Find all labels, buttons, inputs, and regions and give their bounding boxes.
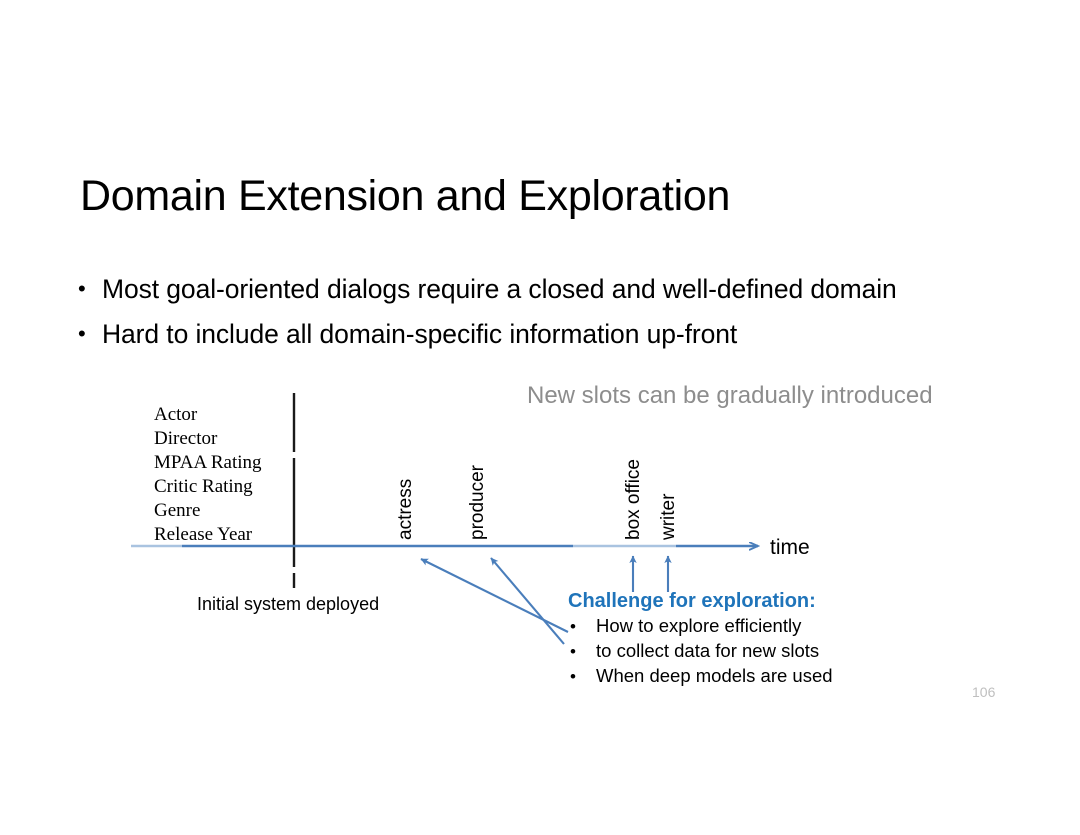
time-axis-label: time (770, 536, 810, 559)
slot-label: Release Year (154, 524, 253, 545)
challenge-item-text: When deep models are used (596, 665, 833, 686)
challenge-bullet-marker-icon: • (570, 642, 576, 661)
slot-label: Genre (154, 500, 200, 521)
bullet-item: • Hard to include all domain-specific in… (78, 318, 1038, 349)
new-slot-label: box office (623, 459, 644, 540)
bullet-text: Hard to include all domain-specific info… (102, 318, 738, 349)
callout-arrows (420, 555, 672, 645)
initial-slot-list: Actor Director MPAA Rating Critic Rating… (154, 404, 262, 545)
callout-arrow-producer (490, 557, 565, 645)
page-title: Domain Extension and Exploration (80, 172, 731, 220)
challenge-item-text: How to explore efficiently (596, 615, 802, 636)
challenge-item-text: to collect data for new slots (596, 640, 819, 661)
bullet-list: • Most goal-oriented dialogs require a c… (78, 276, 1038, 365)
challenge-title: Challenge for exploration: (568, 590, 816, 612)
challenge-bullet-marker-icon: • (570, 617, 576, 636)
bullet-text: Most goal-oriented dialogs require a clo… (102, 274, 897, 304)
slot-label: MPAA Rating (154, 452, 262, 473)
divider-caption: Initial system deployed (197, 594, 379, 614)
new-slot-label: actress (395, 479, 416, 540)
bullet-marker-icon: • (78, 276, 86, 301)
bullet-item: • Most goal-oriented dialogs require a c… (78, 276, 1038, 303)
challenge-bullet-marker-icon: • (570, 667, 576, 686)
bullet-marker-icon: • (78, 320, 86, 346)
page-number: 106 (972, 684, 996, 700)
slot-label: Critic Rating (154, 476, 253, 497)
diagram-headline: New slots can be gradually introduced (527, 382, 933, 409)
new-slot-label: producer (467, 464, 488, 540)
slot-label: Director (154, 428, 218, 449)
challenge-block: Challenge for exploration: • How to expl… (568, 590, 833, 686)
callout-arrow-actress (420, 558, 569, 633)
slot-label: Actor (154, 404, 198, 425)
new-slot-labels: actress producer box office writer (395, 459, 679, 541)
new-slot-label: writer (658, 493, 679, 541)
